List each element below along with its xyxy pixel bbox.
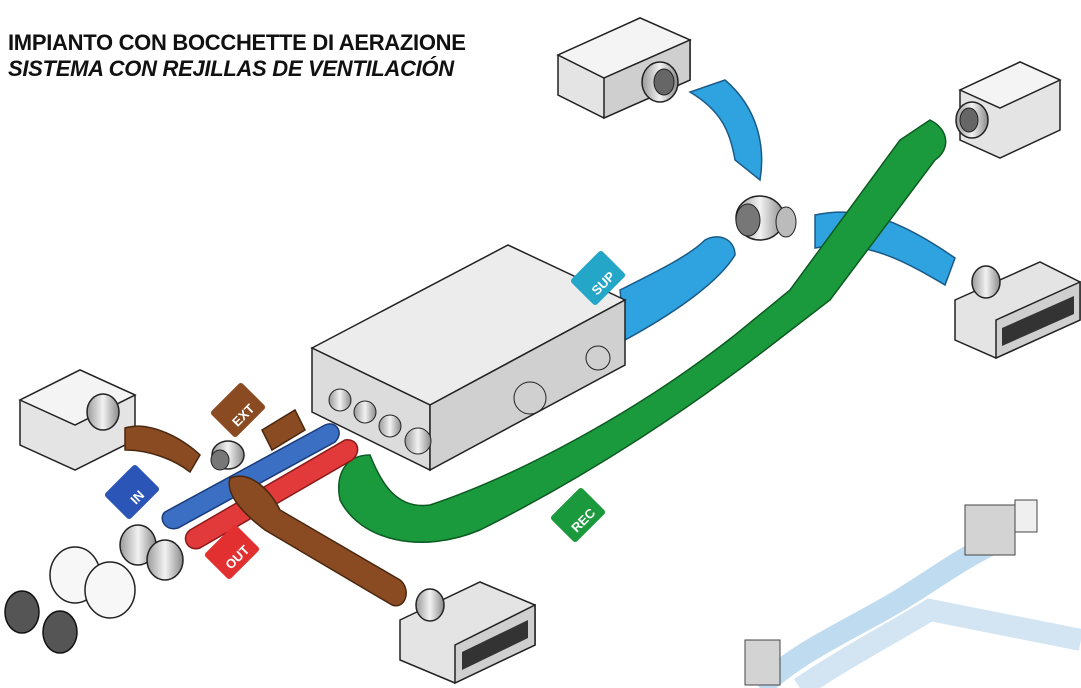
ext-tag: EXT — [210, 382, 266, 438]
plenum-box-top-center — [556, 17, 692, 120]
exhaust-duct-short — [124, 425, 201, 474]
extract-duct — [338, 119, 947, 543]
tee-connector-left — [210, 440, 245, 471]
title-line-italian: IMPIANTO CON BOCCHETTE DI AERAZIONE — [8, 30, 466, 55]
exhaust-duct-stub — [261, 408, 306, 452]
silencer-filters — [49, 546, 136, 619]
plenum-box-left — [18, 369, 137, 471]
heat-recovery-unit — [310, 244, 627, 472]
exhaust-duct-long — [228, 475, 407, 607]
plenum-box-top-right — [955, 61, 1062, 159]
rec-tag: REC — [550, 487, 606, 543]
supply-duct-top — [688, 79, 763, 182]
title-line-spanish: SISTEMA CON REJILLAS DE VENTILACIÓN — [8, 56, 454, 81]
intake-duct — [161, 423, 340, 530]
grille-box-bottom — [399, 581, 536, 685]
supply-duct-unit — [619, 236, 736, 342]
inset-layout-diagram — [744, 499, 1081, 688]
diagram-title: IMPIANTO CON BOCCHETTE DI AERAZIONE SIST… — [8, 30, 466, 82]
external-grilles — [4, 590, 78, 654]
wall-adapters — [119, 524, 184, 581]
in-tag: IN — [104, 464, 160, 520]
outlet-duct — [184, 439, 359, 550]
grille-box-right — [954, 261, 1081, 360]
tee-connector-top — [735, 195, 797, 241]
